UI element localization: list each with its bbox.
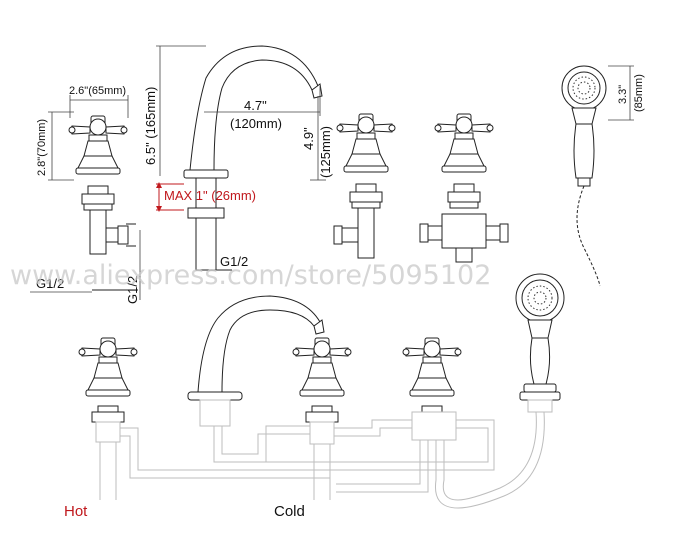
handle-width-label: 2.6"(65mm) (69, 85, 126, 97)
valve-handle-cold-bottom (292, 337, 352, 397)
valve-thread-v-label: G1/2 (125, 276, 140, 304)
spout-reach-in-label: 4.7" (244, 98, 267, 113)
hot-label: Hot (64, 503, 88, 520)
valve-body-cold-bottom (305, 405, 339, 445)
handle-width-dimension: 2.6"(65mm) (69, 85, 129, 118)
valve-body-hot-top (81, 185, 138, 291)
store-watermark: www.aliexpress.com/store/5095102 (10, 260, 491, 291)
spout-height-label: 6.5" (165mm) (143, 87, 158, 165)
shower-head-in-label: 3.3" (617, 85, 629, 104)
valve-body-hot-bottom (91, 405, 125, 443)
valve-thread-h-label: G1/2 (36, 276, 64, 291)
handle-height-label: 2.8"(70mm) (36, 119, 48, 176)
spout-drop-mm-label: (125mm) (318, 126, 333, 178)
spout-reach-dimension: 4.7" (120mm) (204, 86, 321, 131)
cold-label: Cold (274, 503, 305, 520)
spout-height-dimension: 6.5" (165mm) (143, 45, 206, 176)
valve-handle-cold-top (336, 113, 396, 173)
valve-thread-dimension: G1/2 G1/2 (30, 230, 141, 304)
valve-handle-hot-top (68, 115, 128, 175)
plumbing-pipes (99, 411, 545, 509)
handle-height-dimension: 2.8"(70mm) (36, 111, 74, 181)
spout-thread-label: G1/2 (220, 254, 248, 269)
shower-head-dimension: 3.3" (85mm) (608, 65, 645, 121)
spout-drop-in-label: 4.9" (301, 127, 316, 150)
spout-drop-dimension: 4.9" (125mm) (301, 96, 333, 181)
diverter-body-bottom (411, 405, 457, 441)
max-deck-dimension: MAX 1" (26mm) (156, 182, 256, 212)
hand-shower-top (561, 65, 607, 287)
shower-head-mm-label: (85mm) (633, 74, 645, 112)
diverter-handle-top (434, 113, 494, 173)
valve-handle-hot-bottom (78, 337, 138, 397)
spout-reach-mm-label: (120mm) (230, 116, 282, 131)
diverter-handle-bottom (402, 337, 462, 397)
valve-body-cold-top (333, 183, 383, 259)
spout-top: G1/2 (183, 45, 323, 271)
spout-bottom (187, 295, 325, 427)
max-deck-label: MAX 1" (26mm) (164, 188, 256, 203)
diverter-body-top (419, 183, 509, 263)
hand-shower-bottom (515, 273, 565, 413)
